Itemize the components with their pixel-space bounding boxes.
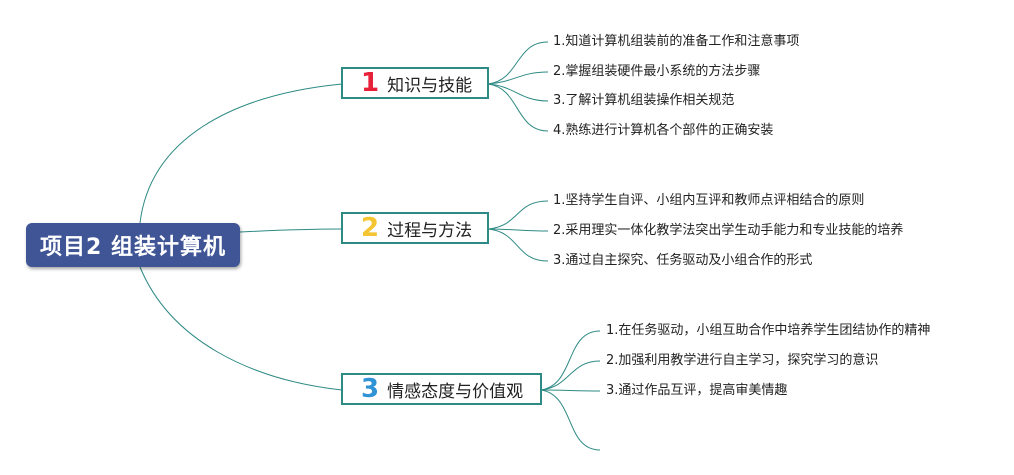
- leaf-2-1[interactable]: 1.坚持学生自评、小组内互评和教师点评相结合的原则: [553, 193, 865, 208]
- leaf-1-1[interactable]: 1.知道计算机组装前的准备工作和注意事项: [553, 34, 800, 49]
- leaf-3-1[interactable]: 1.在任务驱动，小组互助合作中培养学生团结协作的精神: [606, 323, 931, 338]
- root-label: 项目2 组装计算机: [40, 235, 226, 260]
- link-3-1: [540, 330, 601, 391]
- branch-label-2: 过程与方法: [387, 220, 473, 241]
- leaf-1-4[interactable]: 4.熟练进行计算机各个部件的正确安装: [553, 123, 774, 138]
- branch-label-1: 知识与技能: [387, 75, 473, 96]
- link-2-2: [487, 228, 549, 232]
- link-2-1: [487, 200, 549, 230]
- link-1-1: [487, 41, 549, 85]
- branch-number-2: 2: [361, 213, 380, 243]
- leaf-3-3[interactable]: 3.通过作品互评，提高审美情趣: [606, 383, 788, 398]
- link-2-3: [487, 228, 549, 262]
- link-1-3: [487, 83, 549, 102]
- link-root-branch-2: [239, 228, 343, 233]
- branch-node-1[interactable]: 1 知识与技能: [341, 67, 489, 99]
- link-3-4: [540, 389, 601, 451]
- leaf-2-2[interactable]: 2.采用理实一体化教学法突出学生动手能力和专业技能的培养: [553, 223, 904, 238]
- branch-node-2[interactable]: 2 过程与方法: [341, 212, 489, 244]
- link-3-2: [540, 360, 601, 391]
- root-node[interactable]: 项目2 组装计算机: [26, 223, 240, 267]
- link-1-4: [487, 83, 549, 132]
- link-1-2: [487, 71, 549, 85]
- branch-number-3: 3: [361, 374, 380, 404]
- link-root-branch-1: [139, 83, 343, 224]
- leaf-1-2[interactable]: 2.掌握组装硬件最小系统的方法步骤: [553, 64, 761, 79]
- leaf-2-3[interactable]: 3.通过自主探究、任务驱动及小组合作的形式: [553, 253, 813, 268]
- link-3-3: [540, 389, 601, 392]
- leaf-3-2[interactable]: 2.加强利用教学进行自主学习，探究学习的意识: [606, 353, 879, 368]
- leaf-1-3[interactable]: 3.了解计算机组装操作相关规范: [553, 93, 735, 108]
- branch-node-3[interactable]: 3 情感态度与价值观: [341, 373, 542, 405]
- link-root-branch-3: [139, 266, 343, 391]
- branch-label-3: 情感态度与价值观: [387, 381, 524, 402]
- branch-number-1: 1: [361, 68, 380, 98]
